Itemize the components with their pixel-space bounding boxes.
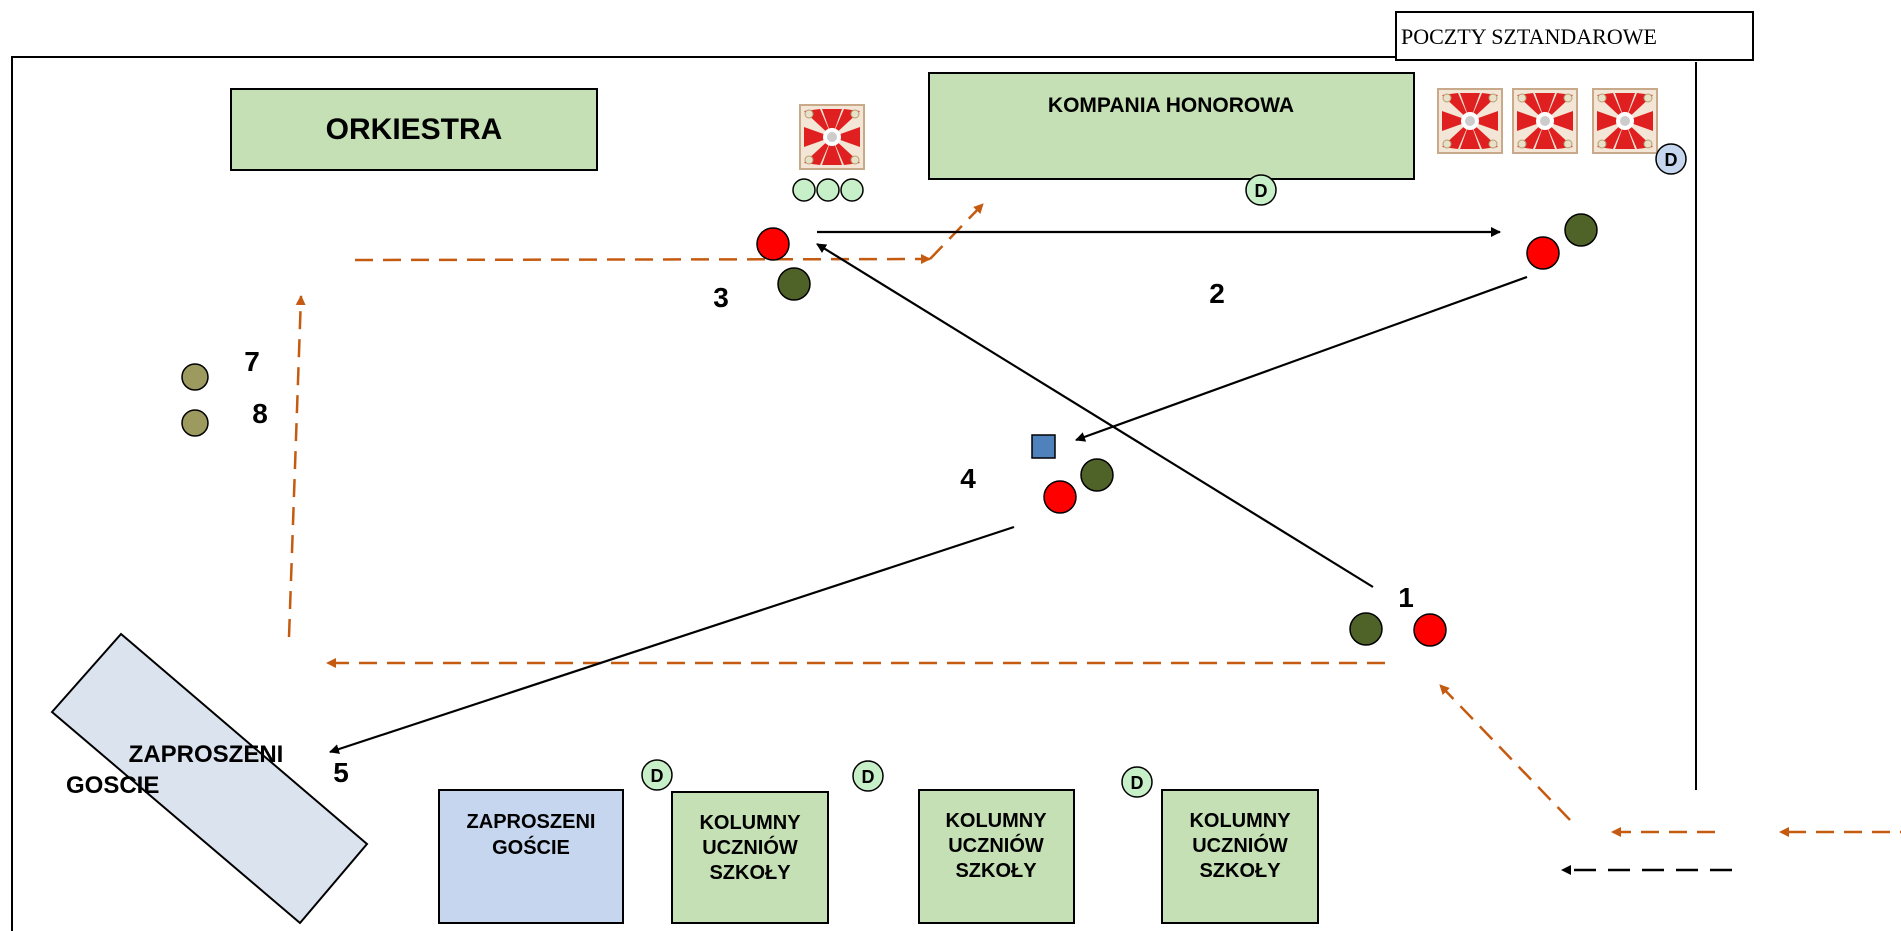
kolumny-label: UCZNIÓW — [702, 835, 798, 859]
red-marker — [756, 227, 790, 261]
dark-green-marker — [777, 267, 811, 301]
orkiestra-box — [230, 88, 598, 171]
kolumny-box — [671, 791, 829, 924]
kolumny-label: KOLUMNY — [699, 812, 801, 834]
field-border — [11, 56, 1396, 931]
kompania-box — [928, 72, 1415, 180]
d-marker: D — [1245, 174, 1277, 206]
square-marker — [1031, 434, 1056, 459]
flag-icon — [1512, 88, 1578, 154]
kolumny-label: KOLUMNY — [1189, 810, 1291, 832]
kolumny-box — [1161, 789, 1319, 924]
position-number: 5 — [333, 757, 349, 788]
zaproszeni-box-label-line2: GOŚCIE — [492, 835, 570, 859]
svg-text:D: D — [651, 766, 664, 786]
kolumny-label: UCZNIÓW — [948, 833, 1044, 857]
olive-marker — [181, 409, 209, 437]
svg-text:D: D — [1131, 773, 1144, 793]
svg-text:D: D — [862, 767, 875, 787]
olive-marker — [181, 363, 209, 391]
position-number: 4 — [960, 463, 976, 494]
flag-icon — [799, 104, 865, 170]
kolumny-label: SZKOŁY — [1199, 860, 1281, 882]
position-number: 2 — [1209, 278, 1225, 309]
poczty-label: POCZTY SZTANDAROWE — [1401, 24, 1657, 49]
black-route — [329, 227, 1528, 754]
position-number: 7 — [244, 346, 260, 377]
svg-text:D: D — [1255, 181, 1268, 201]
flag-icon — [1437, 88, 1503, 154]
zaproszeni-goscie-diagonal-box — [50, 632, 369, 925]
escort-marker — [792, 178, 816, 202]
kolumny-box — [918, 789, 1075, 924]
escort-marker — [816, 178, 840, 202]
red-marker — [1043, 480, 1077, 514]
kolumny-label: UCZNIÓW — [1192, 833, 1288, 857]
position-number: 8 — [252, 398, 268, 429]
zaproszeni-box-label-line1: ZAPROSZENI — [467, 811, 596, 833]
dark-green-marker — [1349, 612, 1383, 646]
zaproszeni-goscie-box — [438, 789, 624, 924]
orkiestra-label: ORKIESTRA — [326, 113, 503, 146]
zaproszeni-diagonal-label-line1: ZAPROSZENI — [129, 741, 284, 768]
d-marker: D — [1655, 143, 1687, 175]
zaproszeni-diagonal-label-line2: GOSCIE — [66, 772, 159, 799]
d-marker: D — [852, 760, 884, 792]
escort-marker — [840, 178, 864, 202]
dark-green-marker — [1080, 458, 1114, 492]
d-marker: D — [1121, 766, 1153, 798]
red-marker — [1526, 236, 1560, 270]
svg-text:D: D — [1665, 150, 1678, 170]
orange-route — [287, 203, 1901, 837]
red-marker — [1413, 613, 1447, 647]
kolumny-label: SZKOŁY — [955, 860, 1037, 882]
kompania-label: KOMPANIA HONOROWA — [1048, 94, 1294, 117]
flag-icon — [1592, 88, 1658, 154]
d-marker: D — [641, 759, 673, 791]
position-number: 3 — [713, 282, 729, 313]
kolumny-label: SZKOŁY — [709, 862, 791, 884]
kolumny-label: KOLUMNY — [945, 810, 1047, 832]
dark-green-marker — [1564, 213, 1598, 247]
poczty-label-box — [1395, 11, 1754, 61]
position-number: 1 — [1398, 582, 1414, 613]
